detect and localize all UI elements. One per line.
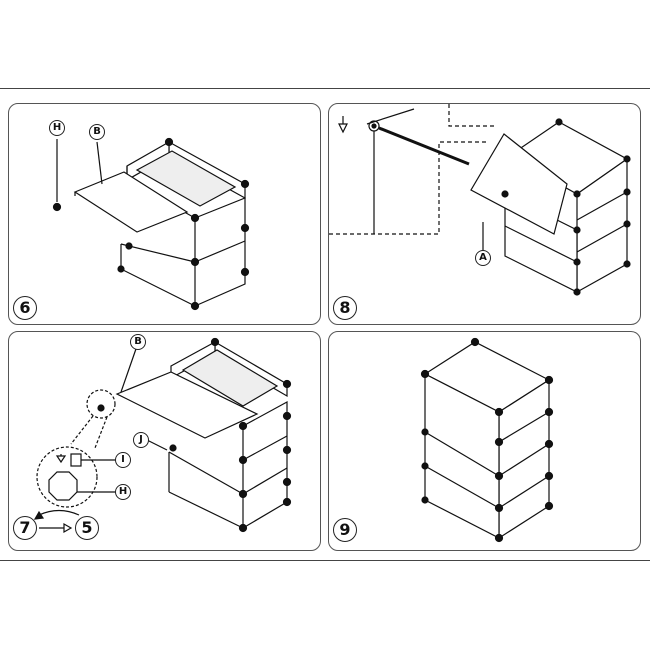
step-number-8: 8: [333, 296, 357, 320]
step-panel-8: A 8: [328, 103, 641, 325]
step-panel-9: 9: [328, 331, 641, 551]
step-9-illustration: [420, 337, 554, 543]
step-number-7: 7: [13, 516, 37, 540]
step-number-9: 9: [333, 518, 357, 542]
callout-h: H: [49, 120, 65, 136]
callout-b: B: [130, 334, 146, 350]
step-8-illustration: [329, 104, 631, 296]
step-7-illustration: [33, 337, 292, 534]
callout-a: A: [475, 250, 491, 266]
callout-i: I: [115, 452, 131, 468]
step-6-illustration: [52, 137, 250, 311]
callout-b: B: [89, 124, 105, 140]
step-panel-7: B J I H 7 5: [8, 331, 321, 551]
sequence-target-5: 5: [75, 516, 99, 540]
callout-h: H: [115, 484, 131, 500]
step-number-6: 6: [13, 296, 37, 320]
step-panel-6: H B 6: [8, 103, 321, 325]
callout-j: J: [133, 432, 149, 448]
instruction-sheet: H B 6: [0, 88, 650, 561]
